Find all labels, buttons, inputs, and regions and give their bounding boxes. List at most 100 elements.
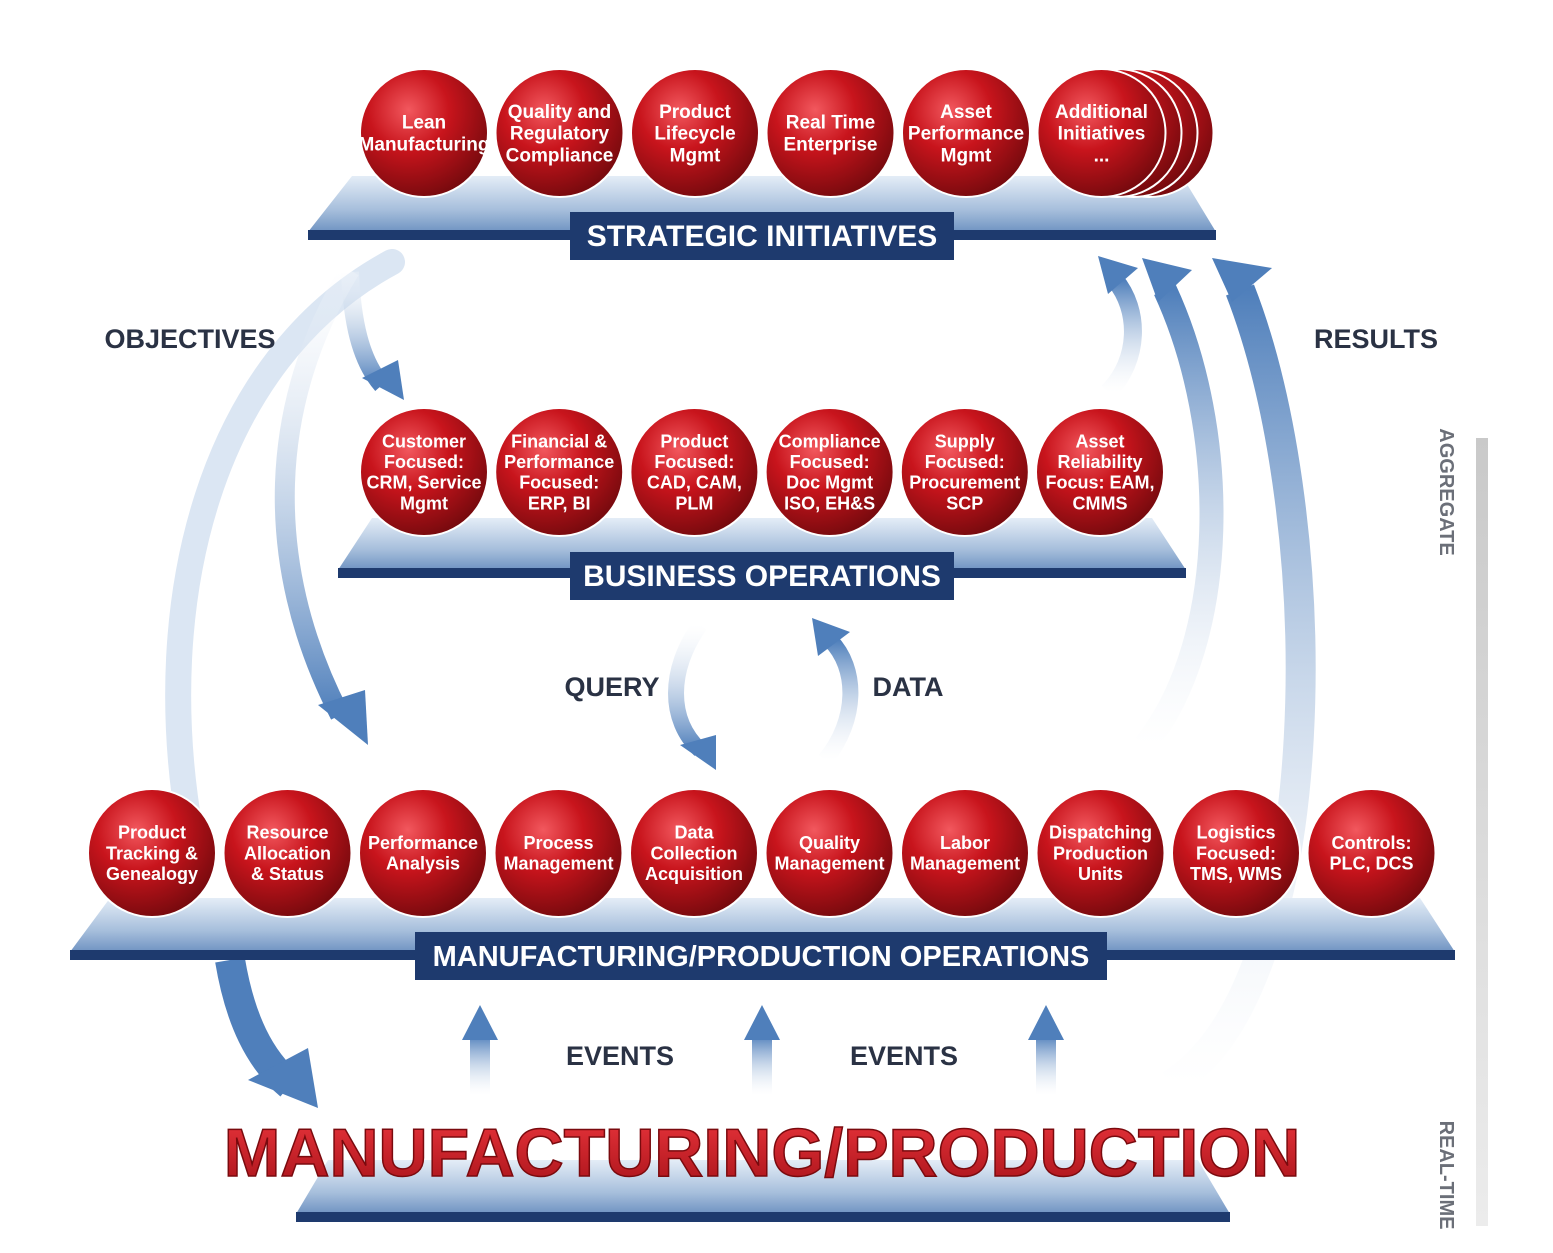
data-arrow [818, 634, 859, 766]
ball-label-line: Focus: EAM, [1045, 473, 1154, 493]
ball-label-line: Units [1078, 864, 1123, 884]
ball-circle [1036, 68, 1167, 198]
band-strategic: STRATEGIC INITIATIVES [570, 212, 954, 260]
ball-label-line: Management [774, 854, 884, 874]
ball-label-line: PLC, DCS [1329, 854, 1413, 874]
ball-label-line: Quality and [508, 102, 611, 123]
ball-label-line: Performance [368, 833, 478, 853]
ball-label-line: Additional [1055, 102, 1148, 123]
ball-circle [222, 788, 353, 918]
ball-label-line: Management [910, 854, 1020, 874]
ball-circle [901, 68, 1031, 198]
ball-label-line: Allocation [244, 843, 331, 863]
ball-label-line: Asset [940, 102, 992, 123]
down-arrowhead-production [248, 1048, 318, 1108]
ball-label-line: CRM, Service [366, 473, 481, 493]
results-arrowhead-inner [1098, 256, 1138, 294]
ball-circle [358, 788, 488, 918]
ball-label-line: Mgmt [941, 146, 992, 167]
ball-label-line: Genealogy [106, 864, 198, 884]
ball-label-line: Mgmt [670, 146, 721, 167]
band-strategic-label: STRATEGIC INITIATIVES [587, 220, 938, 253]
platform-production-floor [296, 1160, 1230, 1222]
strategic-ball-6: AdditionalInitiatives... [1036, 68, 1215, 198]
ball-label-line: Controls: [1332, 833, 1412, 853]
ball-label-line: Focused: [384, 452, 464, 472]
results-arrowhead-outer [1212, 258, 1272, 302]
data-arrowhead [812, 618, 850, 656]
ball-label-line: Focused: [654, 452, 734, 472]
results-arrow-inner [1101, 274, 1142, 399]
ball-label-line: Process [523, 833, 593, 853]
ball-label-line: Acquisition [645, 864, 743, 884]
ball-circle [1171, 788, 1301, 918]
ball-label-line: Collection [650, 843, 737, 863]
ball-circle [764, 407, 895, 537]
ball-circle [87, 788, 217, 918]
ball-circle [629, 407, 760, 537]
ball-label-line: Focused: [519, 473, 599, 493]
band-manufacturing: MANUFACTURING/PRODUCTION OPERATIONS [415, 932, 1107, 980]
ball-circle [1035, 407, 1165, 537]
query-arrowhead [680, 735, 716, 770]
ball-label-line: Production [1053, 843, 1148, 863]
ball-circle [765, 68, 896, 198]
aggregate-realtime-bar [1476, 438, 1488, 1226]
ball-circle [494, 68, 625, 198]
ball-label-line: TMS, WMS [1190, 864, 1282, 884]
ball-label-line: Compliance [779, 431, 881, 451]
ball-label-line: Compliance [506, 146, 614, 167]
manufacturing-ball-10: Controls:PLC, DCS [1306, 788, 1437, 918]
results-arrowhead-middle [1142, 258, 1192, 302]
ball-label-line: Regulatory [510, 124, 610, 145]
ball-label-line: PLM [675, 493, 713, 513]
ball-label-line: ISO, EH&S [784, 493, 875, 513]
ball-label-line: ... [1094, 146, 1110, 167]
ball-circle [1306, 788, 1437, 918]
ball-label-line: Focused: [1196, 843, 1276, 863]
objectives-arrowhead-business [362, 360, 404, 400]
production-floor-title: MANUFACTURING/PRODUCTION [224, 1115, 1301, 1191]
ball-label-line: Doc Mgmt [786, 473, 873, 493]
ball-label-line: Data [674, 823, 714, 843]
label-aggregate: AGGREGATE [1435, 428, 1457, 555]
ball-label-line: Focused: [925, 452, 1005, 472]
ball-label-line: Product [659, 102, 731, 123]
ball-label-line: Product [660, 431, 728, 451]
ball-label-line: Lifecycle [654, 124, 735, 145]
ball-circle [359, 68, 489, 198]
label-results: RESULTS [1314, 324, 1438, 354]
ball-label-line: Customer [382, 431, 466, 451]
ball-label-line: Real Time [786, 113, 875, 134]
ball-label-line: Quality [799, 833, 860, 853]
ball-label-line: Product [118, 823, 186, 843]
ball-label-line: Asset [1075, 431, 1124, 451]
ball-label-line: Labor [940, 833, 990, 853]
ball-label-line: Manufacturing [359, 135, 490, 156]
label-events-left: EVENTS [566, 1041, 674, 1071]
ball-label-line: Financial & [511, 431, 607, 451]
ball-label-line: Resource [246, 823, 328, 843]
ball-label-line: Initiatives [1058, 124, 1146, 145]
band-business-label: BUSINESS OPERATIONS [583, 560, 941, 593]
ball-label-line: & Status [251, 864, 324, 884]
ball-label-line: Dispatching [1049, 823, 1152, 843]
ball-label-line: Focused: [790, 452, 870, 472]
label-events-right: EVENTS [850, 1041, 958, 1071]
ball-circle [493, 788, 624, 918]
